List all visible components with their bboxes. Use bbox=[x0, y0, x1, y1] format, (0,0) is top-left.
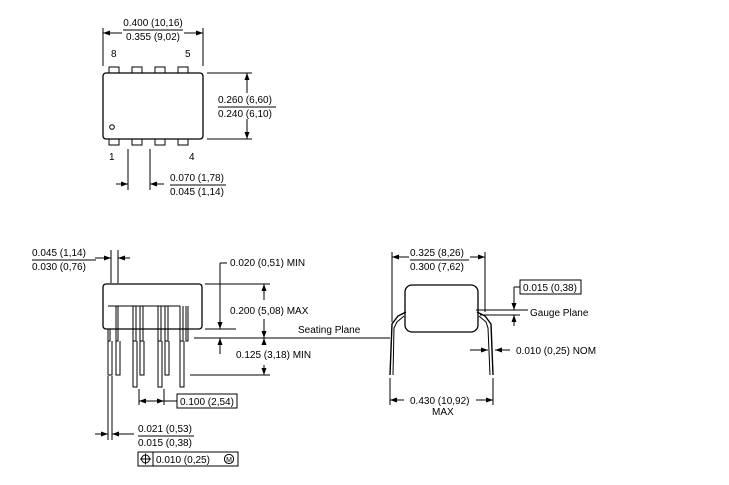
end-lead-left bbox=[389, 311, 407, 376]
top-view: 8 5 1 4 0.400 (10,16) 0.355 (9,02) 0.260… bbox=[102, 18, 276, 198]
side-body-height-dimension: 0.200 (5,08) MAX bbox=[205, 283, 309, 338]
gauge-dim-box bbox=[519, 279, 582, 295]
top-view-body bbox=[102, 72, 204, 140]
pin-number-1: 1 bbox=[109, 152, 115, 163]
side-lead-width-min: 0.030 (0,76) bbox=[32, 262, 86, 273]
pin-one-marker bbox=[109, 124, 115, 130]
tolerance-modifier: M bbox=[226, 457, 232, 464]
end-width-max: 0.325 (8,26) bbox=[410, 248, 464, 259]
side-lead-length-label: 0.125 (3,18) MIN bbox=[236, 350, 311, 361]
end-view: 0.325 (8,26) 0.300 (7,62) 0.015 (0,38) G… bbox=[389, 248, 596, 418]
end-span-max: MAX bbox=[432, 407, 454, 418]
top-pins bbox=[108, 66, 189, 73]
top-pitch-max: 0.070 (1,78) bbox=[170, 173, 224, 184]
end-width-dimension: 0.325 (8,26) 0.300 (7,62) bbox=[391, 248, 486, 322]
gauge-plane-label: Gauge Plane bbox=[530, 308, 589, 319]
end-view-body bbox=[404, 284, 479, 333]
mmc-modifier-icon bbox=[223, 453, 235, 465]
end-lead-thickness-label: 0.010 (0,25) NOM bbox=[516, 346, 596, 357]
end-lead-thickness-dimension: 0.010 (0,25) NOM bbox=[470, 346, 596, 357]
tolerance-value: 0.010 (0,25) bbox=[156, 455, 210, 466]
gauge-dim-label: 0.015 (0,38) bbox=[523, 283, 577, 294]
top-height-max: 0.260 (6,60) bbox=[218, 95, 272, 106]
end-span-dimension: 0.430 (10,92) MAX bbox=[389, 378, 494, 418]
side-lead-length-dimension: 0.125 (3,18) MIN bbox=[190, 338, 311, 376]
top-height-min: 0.240 (6,10) bbox=[218, 109, 272, 120]
top-width-min: 0.355 (9,02) bbox=[126, 32, 180, 43]
pin-number-4: 4 bbox=[189, 152, 195, 163]
bottom-pins bbox=[108, 139, 189, 146]
side-lead-width-max: 0.045 (1,14) bbox=[32, 248, 86, 259]
side-view: 0.045 (1,14) 0.030 (0,76) 0.020 (0,51) M… bbox=[32, 248, 390, 467]
side-lead-diameter-max: 0.021 (0,53) bbox=[138, 424, 192, 435]
top-height-dimension: 0.260 (6,60) 0.240 (6,10) bbox=[207, 72, 276, 140]
end-span-label: 0.430 (10,92) bbox=[410, 396, 470, 407]
position-tolerance-frame: 0.010 (0,25) M bbox=[137, 451, 239, 467]
seating-plane-label: Seating Plane bbox=[298, 325, 361, 336]
gauge-plane-dimension: 0.015 (0,38) Gauge Plane bbox=[476, 279, 589, 326]
side-leads bbox=[107, 305, 189, 388]
side-lead-width-dimension: 0.045 (1,14) 0.030 (0,76) bbox=[32, 248, 130, 283]
end-width-min: 0.300 (7,62) bbox=[410, 262, 464, 273]
end-lead-right bbox=[476, 311, 494, 376]
side-lead-diameter-min: 0.015 (0,38) bbox=[138, 438, 192, 449]
side-pitch-dimension: 0.100 (2,54) bbox=[138, 389, 238, 409]
top-pitch-dimension: 0.070 (1,78) 0.045 (1,14) bbox=[116, 149, 226, 198]
side-body-height-label: 0.200 (5,08) MAX bbox=[230, 306, 309, 317]
top-width-max: 0.400 (10,16) bbox=[123, 18, 183, 29]
side-pitch-label: 0.100 (2,54) bbox=[180, 397, 234, 408]
side-lead-diameter-dimension: 0.021 (0,53) 0.015 (0,38) bbox=[95, 376, 194, 449]
top-pitch-min: 0.045 (1,14) bbox=[170, 187, 224, 198]
top-width-dimension: 0.400 (10,16) 0.355 (9,02) bbox=[102, 18, 204, 66]
side-standoff-label: 0.020 (0,51) MIN bbox=[230, 258, 305, 269]
seating-plane: Seating Plane bbox=[194, 325, 390, 339]
pin-number-5: 5 bbox=[185, 49, 191, 60]
pin-number-8: 8 bbox=[111, 49, 117, 60]
